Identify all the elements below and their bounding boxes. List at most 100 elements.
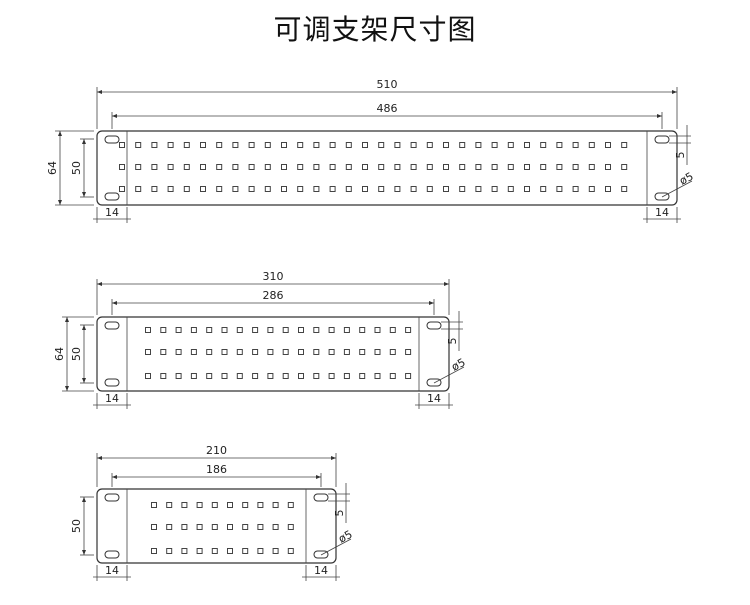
square-hole <box>405 373 412 379</box>
hole-diameter-label: ø5 <box>336 528 354 546</box>
square-hole <box>374 373 381 379</box>
arrowhead <box>58 200 62 205</box>
square-hole <box>540 142 547 148</box>
square-hole <box>287 548 294 554</box>
square-hole <box>621 186 628 192</box>
square-hole <box>236 373 243 379</box>
inner-width-label: 286 <box>263 289 284 302</box>
square-hole <box>190 349 197 355</box>
square-hole <box>556 142 563 148</box>
hole-diameter-label: ø5 <box>449 356 467 374</box>
square-hole <box>216 186 223 192</box>
square-hole <box>160 373 167 379</box>
square-hole <box>491 186 498 192</box>
square-hole <box>151 502 157 508</box>
square-hole <box>588 186 595 192</box>
square-hole <box>206 349 213 355</box>
diameter-leader <box>320 538 352 556</box>
square-hole <box>216 142 223 148</box>
square-hole <box>282 327 289 333</box>
square-hole <box>221 373 228 379</box>
square-hole <box>232 186 239 192</box>
square-hole <box>196 548 203 554</box>
square-hole <box>572 142 579 148</box>
mounting-slot <box>104 493 120 502</box>
square-hole <box>343 373 350 379</box>
square-hole <box>236 327 243 333</box>
square-hole <box>135 186 142 192</box>
square-hole <box>181 524 188 530</box>
diameter-leader <box>433 366 465 384</box>
square-hole <box>443 164 449 170</box>
square-hole <box>248 164 255 170</box>
square-hole <box>211 548 218 554</box>
square-hole <box>282 349 289 355</box>
square-hole <box>313 164 320 170</box>
square-hole <box>236 349 243 355</box>
square-hole <box>232 142 239 148</box>
square-hole <box>389 373 396 379</box>
arrowhead <box>65 317 69 322</box>
square-hole <box>151 142 158 148</box>
square-hole <box>248 142 255 148</box>
arrowhead <box>112 301 117 305</box>
inner-width-label: 486 <box>377 102 398 115</box>
mounting-slot <box>104 135 120 144</box>
mounting-slot <box>104 550 120 559</box>
square-hole <box>507 142 514 148</box>
square-hole <box>359 373 366 379</box>
square-hole <box>475 186 482 192</box>
square-hole <box>394 164 401 170</box>
square-hole <box>227 502 233 508</box>
square-hole <box>267 327 274 333</box>
square-hole <box>166 502 173 508</box>
square-hole <box>175 373 182 379</box>
square-hole <box>524 186 530 192</box>
square-hole <box>281 142 287 148</box>
inner-height-label: 50 <box>70 161 83 175</box>
square-hole <box>298 349 304 355</box>
square-hole <box>257 524 264 530</box>
overall-width-label: 510 <box>377 78 398 91</box>
square-hole <box>166 524 173 530</box>
square-hole <box>167 164 174 170</box>
square-hole <box>252 373 259 379</box>
square-hole <box>221 327 228 333</box>
ear-width-label-right: 14 <box>655 206 669 219</box>
arrowhead <box>82 139 86 144</box>
arrowhead <box>82 550 86 555</box>
square-hole <box>242 548 249 554</box>
mounting-slot <box>313 493 329 502</box>
square-hole <box>313 327 320 333</box>
ear-width-label-left: 14 <box>105 206 119 219</box>
square-hole <box>475 142 482 148</box>
hole-spacing-label: 5 <box>446 338 459 345</box>
bracket-outline <box>96 130 678 206</box>
square-hole <box>211 524 218 530</box>
square-hole <box>267 349 274 355</box>
square-hole <box>507 186 514 192</box>
square-hole <box>206 373 213 379</box>
arrowhead <box>316 475 321 479</box>
square-hole <box>405 349 412 355</box>
square-hole <box>166 548 173 554</box>
square-hole <box>119 164 125 170</box>
square-hole <box>248 186 255 192</box>
square-hole <box>359 349 366 355</box>
square-hole <box>588 142 595 148</box>
square-hole <box>405 327 412 333</box>
arrowhead <box>112 114 117 118</box>
overall-width-label: 310 <box>263 270 284 283</box>
square-hole <box>183 142 190 148</box>
square-hole <box>556 186 563 192</box>
square-hole <box>362 142 368 148</box>
inner-height-label: 50 <box>70 519 83 533</box>
diameter-leader <box>661 180 693 198</box>
square-hole <box>151 548 157 554</box>
square-hole <box>119 186 125 192</box>
ear-width-label-left: 14 <box>105 392 119 405</box>
arrowhead <box>58 131 62 136</box>
square-hole <box>378 186 385 192</box>
